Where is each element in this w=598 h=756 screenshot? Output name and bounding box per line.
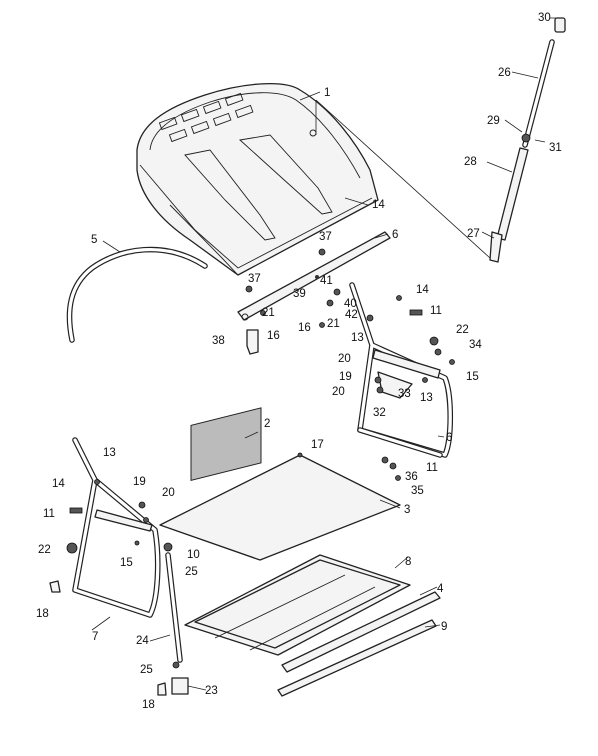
callout-label: 27 xyxy=(467,228,480,240)
callout-label: 19 xyxy=(133,476,146,488)
cross-bar-part xyxy=(237,231,391,321)
callout-label: 22 xyxy=(456,324,469,336)
callout-label: 14 xyxy=(372,199,385,211)
callout-label: 32 xyxy=(373,407,386,419)
callout-label: 5 xyxy=(91,234,97,246)
callout-label: 6 xyxy=(446,432,452,444)
callout-label: 26 xyxy=(498,67,511,79)
callout-label: 6 xyxy=(392,229,398,241)
callout-label: 38 xyxy=(212,335,225,347)
callout-label: 17 xyxy=(311,439,324,451)
callout-label: 13 xyxy=(420,392,433,404)
callout-label: 16 xyxy=(267,330,280,342)
bracket-part xyxy=(246,329,259,355)
callout-label: 3 xyxy=(404,504,410,516)
callout-label: 15 xyxy=(466,371,479,383)
callout-label: 41 xyxy=(320,275,333,287)
gas-strut-part xyxy=(489,17,566,263)
strip-part-9 xyxy=(277,619,437,697)
callout-label: 39 xyxy=(293,288,306,300)
callout-label: 34 xyxy=(469,339,482,351)
callout-label: 11 xyxy=(430,305,442,317)
callout-label: 9 xyxy=(441,621,447,633)
right-side-frame-part xyxy=(349,282,453,458)
callout-label: 7 xyxy=(92,631,98,643)
callout-label: 2 xyxy=(264,418,270,430)
leader-lines xyxy=(91,17,557,691)
callout-labels: 1 6 2 3 4 5 6 7 8 9 10 11 11 11 13 13 13… xyxy=(36,12,562,711)
callout-label: 42 xyxy=(345,309,358,321)
callout-label: 4 xyxy=(437,583,444,595)
callout-label: 40 xyxy=(344,298,357,310)
callout-label: 13 xyxy=(103,447,116,459)
callout-label: 10 xyxy=(187,549,200,561)
callout-label: 20 xyxy=(338,353,351,365)
callout-label: 37 xyxy=(248,273,261,285)
callout-label: 8 xyxy=(405,556,411,568)
callout-label: 24 xyxy=(136,635,149,647)
callout-label: 23 xyxy=(205,685,218,697)
callout-label: 14 xyxy=(52,478,65,490)
seat-cover-part xyxy=(136,83,379,276)
callout-label: 31 xyxy=(549,142,562,154)
callout-label: 28 xyxy=(464,156,477,168)
callout-label: 21 xyxy=(327,318,340,330)
base-frame-part xyxy=(184,554,411,656)
callout-label: 29 xyxy=(487,115,500,127)
callout-label: 37 xyxy=(319,231,332,243)
curved-tube-part xyxy=(66,246,208,343)
callout-label: 25 xyxy=(140,664,153,676)
prop-rod-part xyxy=(165,552,183,663)
callout-label: 35 xyxy=(411,485,424,497)
callout-label: 22 xyxy=(38,544,51,556)
callout-label: 13 xyxy=(351,332,364,344)
callout-label: 21 xyxy=(262,307,275,319)
callout-label: 25 xyxy=(185,566,198,578)
callout-label: 20 xyxy=(162,487,175,499)
callout-label: 16 xyxy=(298,322,311,334)
callout-label: 20 xyxy=(332,386,345,398)
hardware-pieces xyxy=(49,248,455,696)
callout-label: 36 xyxy=(405,471,418,483)
callout-label: 14 xyxy=(416,284,429,296)
callout-label: 15 xyxy=(120,557,133,569)
callout-label: 1 xyxy=(324,87,330,99)
callout-label: 11 xyxy=(43,508,55,520)
callout-label: 19 xyxy=(339,371,352,383)
callout-label: 11 xyxy=(426,462,438,474)
left-side-frame-part xyxy=(72,437,161,618)
strip-part-4 xyxy=(281,591,441,673)
callout-label: 30 xyxy=(538,12,551,24)
callout-label: 18 xyxy=(36,608,49,620)
floor-panel-part xyxy=(159,407,401,561)
callout-label: 18 xyxy=(142,699,155,711)
callout-label: 33 xyxy=(398,388,411,400)
